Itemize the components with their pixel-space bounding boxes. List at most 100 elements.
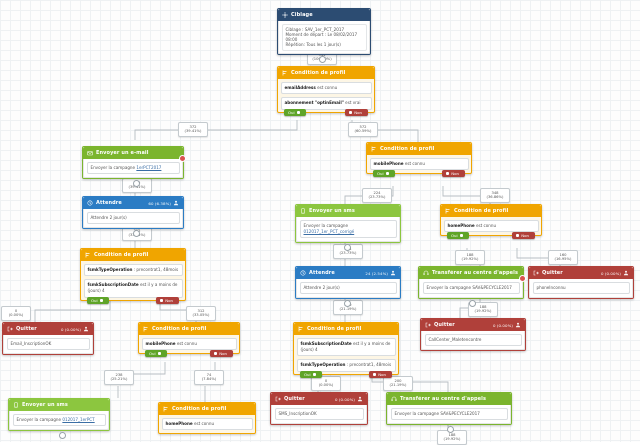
node-call-center-right[interactable]: Transférer au centre d'appels Envoyer la…: [418, 266, 526, 307]
branch-yes[interactable]: Oui: [145, 349, 167, 357]
wait-field[interactable]: Attendre 2 jour(s): [86, 211, 180, 225]
campaign-link[interactable]: 012017_1erPCT: [62, 417, 95, 422]
wait-field[interactable]: Attendre 2 jour(s): [299, 281, 397, 295]
branch-no[interactable]: Non: [210, 349, 233, 357]
campaign-link[interactable]: 012017_1er_PCT_corrigé: [303, 228, 355, 234]
output-port[interactable]: [319, 56, 326, 63]
campaign-field[interactable]: Envoyer la campagne 1erPCT2017: [86, 161, 180, 175]
node-condition-mid-2[interactable]: Condition de profil fsmkSubscriptionDate…: [293, 322, 399, 379]
condition-icon: [445, 208, 451, 214]
condition-field[interactable]: fsmkTypeOperation : precontrat1, 48mois: [83, 263, 183, 277]
condition-icon: [298, 326, 304, 332]
condition-field[interactable]: fsmkTypeOperation : precontrat1, 48mois: [296, 358, 396, 372]
node-title: Ciblage: [291, 12, 313, 18]
error-indicator-icon[interactable]: [518, 274, 526, 282]
branch-yes[interactable]: Oui: [284, 109, 306, 117]
transition-pct: (25.21%): [110, 377, 128, 382]
output-port[interactable]: [344, 243, 351, 251]
branch-yes[interactable]: Oui: [447, 231, 469, 239]
campaign-field[interactable]: Envoyer la campagne SAV&PECYCLE2017: [390, 407, 508, 421]
node-send-email[interactable]: Envoyer un e-mail Envoyer la campagne 1e…: [82, 146, 186, 187]
quit-label-field[interactable]: SMS_InscriptionOK: [274, 407, 364, 421]
node-quit-callcenter[interactable]: Quitter 0 (0.00%) CallCenter_Maletencont…: [420, 318, 526, 351]
output-port[interactable]: [447, 425, 454, 433]
node-condition-home-left[interactable]: Condition de profil homePhone est connu: [158, 402, 256, 434]
node-title: Condition de profil: [380, 146, 435, 152]
campaign-link[interactable]: 1erPCT2017: [136, 165, 162, 170]
branch-no[interactable]: Non: [156, 297, 179, 305]
quit-label-field[interactable]: CallCenter_Maletencontre: [424, 333, 522, 347]
node-condition-email[interactable]: Condition de profil emailAddress est con…: [277, 66, 375, 117]
transition-chip[interactable]: 74 (7.84%): [194, 370, 224, 385]
transition-chip[interactable]: 188 (19.92%): [455, 250, 485, 265]
person-icon: [83, 326, 89, 332]
output-port[interactable]: [344, 299, 351, 307]
node-header: Condition de profil: [81, 249, 185, 261]
node-body: Envoyer la campagne SAV&PECYCLE2017: [419, 279, 523, 298]
transition-chip[interactable]: 200 (21.19%): [383, 376, 413, 391]
node-quit-phone-unknown[interactable]: Quitter 0 (0.00%) phoneInconnu: [528, 266, 634, 299]
node-header: Quitter 0 (0.00%): [3, 323, 93, 335]
branch-no[interactable]: Non: [345, 109, 368, 117]
node-condition-mobile-left[interactable]: Condition de profil mobilePhone est conn…: [138, 322, 240, 357]
envelope-icon: [87, 150, 93, 156]
transition-chip[interactable]: 572 (60.59%): [348, 122, 378, 137]
transition-chip[interactable]: 372 (39.41%): [178, 122, 208, 137]
field-value: : precontrat1, 48mois: [132, 267, 179, 272]
quit-label-field[interactable]: Email_InscriptionOK: [6, 337, 90, 351]
node-header: Envoyer un sms: [9, 399, 109, 411]
node-send-sms-mid[interactable]: Envoyer un sms Envoyer la campagne 01201…: [295, 204, 401, 251]
condition-field[interactable]: abonnement "optinEmail" est vrai: [280, 96, 372, 110]
condition-field[interactable]: fsmkSubscriptionDate est il y a moins de…: [296, 337, 396, 357]
transition-chip[interactable]: 188 (19.92%): [468, 302, 498, 317]
transition-chip[interactable]: 160 (16.95%): [548, 250, 578, 265]
campaign-field[interactable]: Envoyer la campagne 012017_1er_PCT_corri…: [299, 219, 397, 239]
transition-chip[interactable]: 0 (0.00%): [1, 306, 31, 321]
transition-pct: (23.73%): [368, 195, 386, 200]
node-ciblage[interactable]: Ciblage Ciblage : SAV_1er_PCT_2017 Momen…: [277, 8, 371, 63]
transition-count: 572: [359, 124, 367, 129]
branch-yes[interactable]: Oui: [87, 297, 109, 305]
status-badge: 60 (6.38%): [148, 200, 179, 206]
branch-no[interactable]: Non: [369, 371, 392, 379]
campaign-field[interactable]: Envoyer la campagne 012017_1erPCT: [12, 413, 106, 427]
output-port[interactable]: [133, 179, 140, 187]
condition-field[interactable]: mobilePhone est connu: [369, 157, 469, 171]
node-condition-left-2[interactable]: Condition de profil fsmkTypeOperation : …: [80, 248, 186, 305]
node-condition-home-right[interactable]: Condition de profil homePhone est connu …: [440, 204, 542, 239]
badge-value: 0 (0.00%): [60, 326, 81, 332]
condition-field[interactable]: mobilePhone est connu: [141, 337, 237, 351]
node-title: Envoyer un e-mail: [96, 150, 149, 156]
output-port[interactable]: [469, 299, 476, 307]
node-wait-2[interactable]: Attendre 24 (2.54%) Attendre 2 jour(s): [295, 266, 401, 307]
branch-no[interactable]: Non: [442, 169, 465, 177]
condition-field[interactable]: fsmkSubscriptionDate est il y a moins de…: [83, 278, 183, 298]
error-indicator-icon[interactable]: [178, 154, 186, 162]
transition-chip[interactable]: 238 (25.21%): [104, 370, 134, 385]
condition-field[interactable]: homePhone est connu: [443, 219, 539, 233]
node-quit-email-ok[interactable]: Quitter 0 (0.00%) Email_InscriptionOK: [2, 322, 94, 355]
person-icon: [515, 322, 521, 328]
transition-chip[interactable]: 312 (33.05%): [186, 306, 216, 321]
quit-label-field[interactable]: phoneInconnu: [532, 281, 630, 295]
branch-no[interactable]: Non: [512, 231, 535, 239]
condition-field[interactable]: homePhone est connu: [161, 417, 253, 431]
branch-yes[interactable]: Oui: [300, 371, 322, 379]
branch-yes[interactable]: Oui: [373, 169, 395, 177]
node-title: Condition de profil: [291, 70, 346, 76]
transition-chip[interactable]: 348 (36.86%): [480, 188, 510, 203]
transition-chip[interactable]: 0 (0.00%): [311, 376, 341, 391]
transition-chip[interactable]: 224 (23.73%): [362, 188, 392, 203]
node-send-sms-left[interactable]: Envoyer un sms Envoyer la campagne 01201…: [8, 398, 110, 439]
node-body: fsmkSubscriptionDate est il y a moins de…: [294, 335, 398, 375]
campaign-field[interactable]: Envoyer la campagne SAV&PECYCLE2017: [422, 281, 520, 295]
node-condition-mobile-right[interactable]: Condition de profil mobilePhone est conn…: [366, 142, 472, 177]
node-wait-1[interactable]: Attendre 60 (6.38%) Attendre 2 jour(s): [82, 196, 184, 237]
node-call-center-bottom[interactable]: Transférer au centre d'appels Envoyer la…: [386, 392, 512, 433]
condition-field[interactable]: emailAddress est connu: [280, 81, 372, 95]
status-badge: 0 (0.00%): [493, 322, 521, 328]
output-port[interactable]: [133, 229, 140, 237]
node-quit-sms-ok[interactable]: Quitter 0 (0.00%) SMS_InscriptionOK: [270, 392, 368, 425]
output-port[interactable]: [59, 431, 66, 439]
